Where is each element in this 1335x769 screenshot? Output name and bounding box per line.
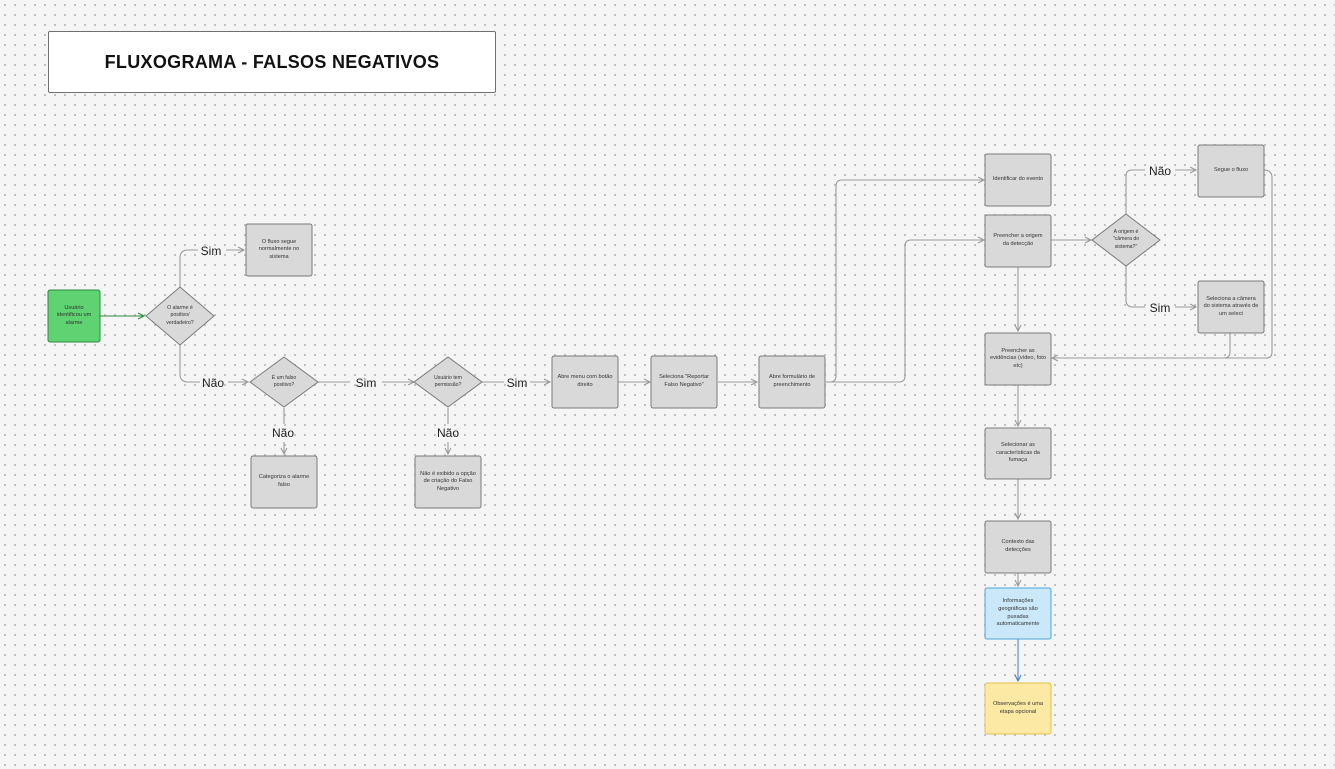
label-nao-4: Não bbox=[1149, 164, 1171, 178]
decision-alarme-verdadeiro[interactable]: O alarme é positivo/ verdadeiro? bbox=[166, 305, 194, 326]
label-nao-1: Não bbox=[202, 376, 224, 390]
label-nao-2: Não bbox=[272, 426, 294, 440]
label-sim-4: Sim bbox=[1150, 301, 1171, 315]
process-categoriza[interactable]: Categoriza o alarme falso bbox=[258, 474, 310, 488]
edge-camera-to-evidencias bbox=[1223, 333, 1231, 359]
process-preencher-evidencias[interactable]: Preencher as evidências (vídeo, foto etc… bbox=[990, 347, 1046, 369]
info-informacoes-geograficas[interactable]: Informações geográficas são puxadas auto… bbox=[996, 598, 1040, 628]
edge-decision-sim-down bbox=[1125, 266, 1145, 308]
edge-segue-to-evidencias bbox=[1052, 169, 1273, 358]
process-preencher-origem[interactable]: Preencher a origem da detecção bbox=[993, 233, 1043, 247]
decision-permissao[interactable]: Usuário tem permissão? bbox=[434, 374, 462, 388]
process-contexto[interactable]: Contexto das detecções bbox=[1001, 539, 1035, 553]
page-title: FLUXOGRAMA - FALSOS NEGATIVOS bbox=[48, 31, 496, 93]
process-segue-fluxo[interactable]: Segue o fluxo bbox=[1213, 167, 1249, 174]
label-sim-3: Sim bbox=[507, 376, 528, 390]
process-seleciona-reportar[interactable]: Seleciona "Reportar Falso Negativo" bbox=[659, 374, 709, 388]
process-abre-formulario[interactable]: Abre formulário de preenchimento bbox=[768, 374, 815, 388]
process-fluxo-segue[interactable]: O fluxo segue normalmente no sistema bbox=[258, 238, 300, 260]
process-abre-menu[interactable]: Abre menu com botão direito bbox=[557, 374, 613, 388]
edge-decision-nao-up bbox=[1125, 169, 1145, 214]
process-identificar-evento[interactable]: Identificar do evento bbox=[992, 176, 1044, 183]
note-observacoes[interactable]: Observações é uma etapa opcional bbox=[992, 700, 1044, 715]
label-sim-2: Sim bbox=[356, 376, 377, 390]
process-seleciona-camera[interactable]: Seleciona a câmera do sistema através de… bbox=[1203, 295, 1259, 317]
process-nao-exibido[interactable]: Não é exibido a opção de criação do Fals… bbox=[420, 470, 476, 492]
decision-falso-positivo[interactable]: É um falso positivo? bbox=[271, 374, 297, 388]
decision-origem-camera[interactable]: A origem é "câmera do sistema?" bbox=[1112, 229, 1140, 250]
edge-decision-nao bbox=[179, 345, 200, 383]
edge-decision-sim bbox=[179, 249, 198, 287]
edge-formulario-to-origem bbox=[826, 240, 984, 383]
label-sim-1: Sim bbox=[201, 244, 222, 258]
start-node[interactable]: Usuário identificou um alarme bbox=[56, 304, 92, 326]
label-nao-3: Não bbox=[437, 426, 459, 440]
process-selecionar-caracteristicas[interactable]: Selecionar as características da fumaça bbox=[996, 442, 1040, 464]
